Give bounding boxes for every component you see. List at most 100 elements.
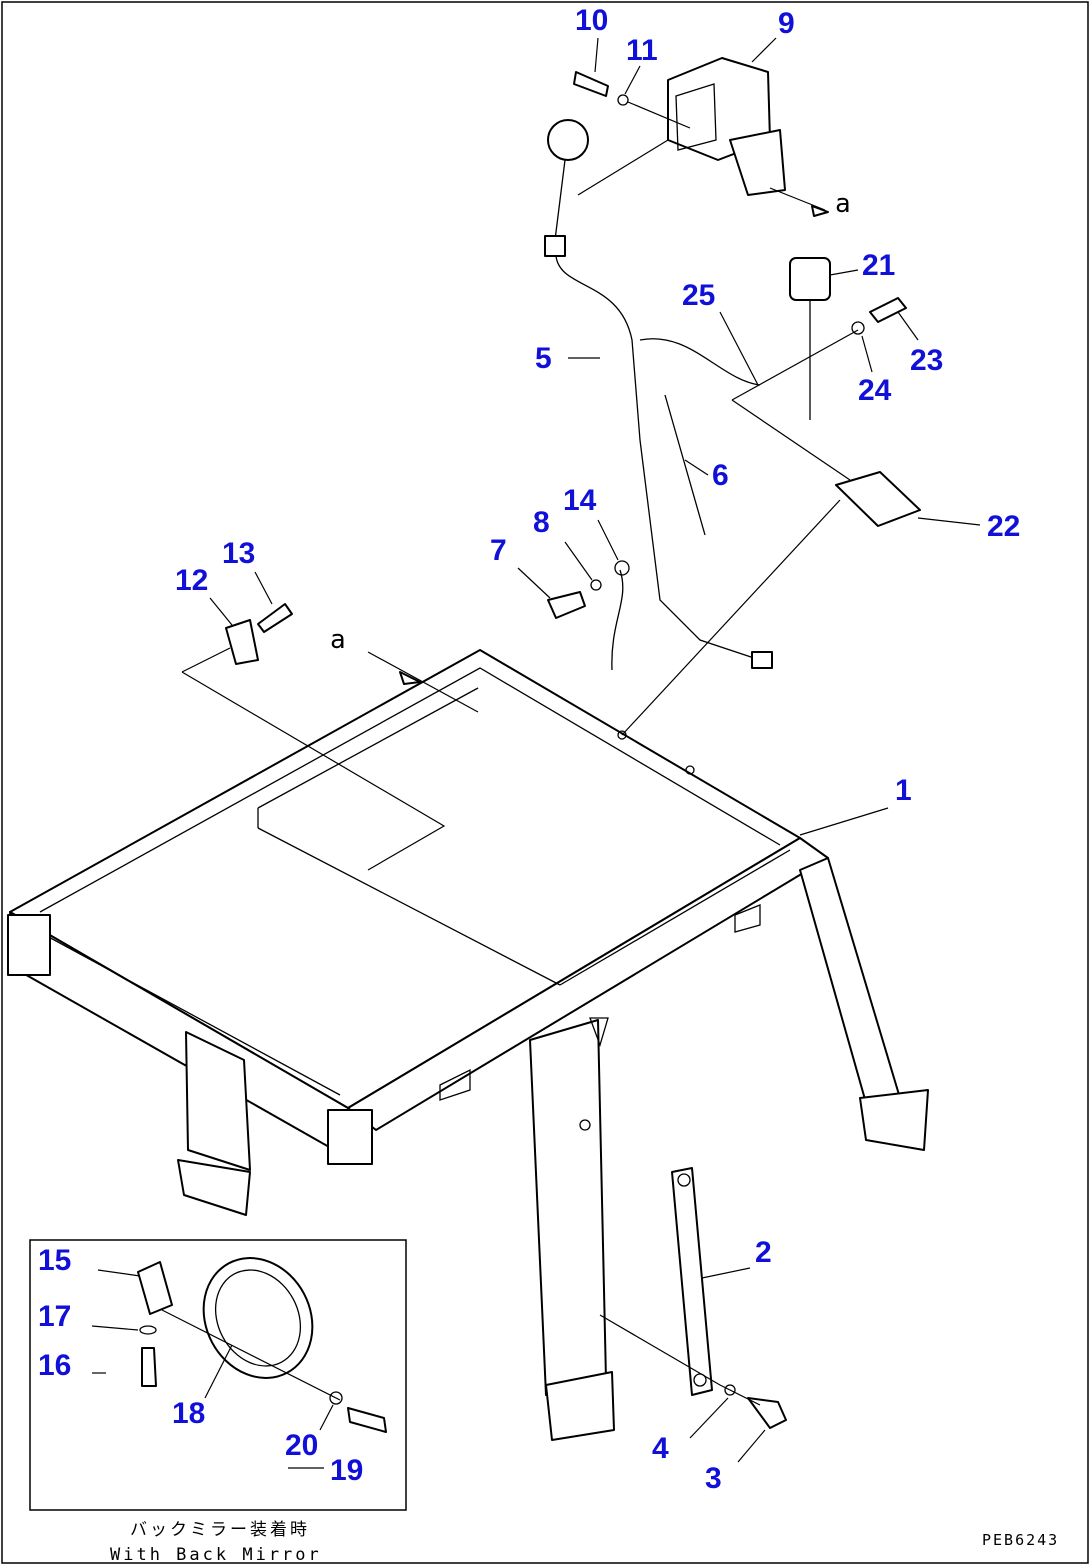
clamp-14 xyxy=(614,560,630,576)
washer-17 xyxy=(139,1325,157,1335)
callout-11-leader xyxy=(624,65,641,95)
reference-a-top: a xyxy=(835,189,851,219)
callout-19: 19 xyxy=(330,1454,363,1487)
washer-24 xyxy=(851,321,865,335)
inset-caption-jp: バックミラー装着時 xyxy=(130,1520,310,1540)
bolt-23 xyxy=(869,297,907,323)
bolt-16 xyxy=(141,1347,157,1387)
bracket-to-roof-line xyxy=(621,499,841,736)
callout-1: 1 xyxy=(895,774,912,807)
bolt-19 xyxy=(347,1407,387,1433)
bolt-10 xyxy=(573,71,609,97)
inset-frame xyxy=(29,1239,407,1511)
grab-bar xyxy=(671,1167,713,1396)
callout-3-leader xyxy=(737,1429,766,1463)
inset-assembly-line xyxy=(161,1309,341,1401)
arrow-a-left-head xyxy=(399,671,421,685)
harness-branch-lower xyxy=(611,569,624,671)
callout-3: 3 xyxy=(705,1462,722,1495)
callout-4-leader xyxy=(689,1397,729,1439)
callout-18-leader xyxy=(204,1344,233,1399)
grab-bar-hole-top xyxy=(677,1173,691,1187)
lamp-line xyxy=(577,139,669,196)
callout-10-leader xyxy=(594,37,599,73)
callout-16: 16 xyxy=(38,1349,71,1382)
arrow-a-top-head xyxy=(811,205,829,217)
callout-7-leader xyxy=(517,567,551,599)
wiring-harness xyxy=(555,255,761,661)
cable-25 xyxy=(731,329,859,401)
harness-branch xyxy=(639,338,761,386)
callout-20-leader xyxy=(319,1404,334,1431)
callout-25-leader xyxy=(719,311,759,386)
callout-6: 6 xyxy=(712,459,729,492)
lamp-connector xyxy=(544,235,566,257)
callout-9-leader xyxy=(751,37,777,63)
callout-24-leader xyxy=(861,335,873,373)
washer-8 xyxy=(590,579,602,591)
callout-22-leader xyxy=(917,517,981,526)
callout-13: 13 xyxy=(222,537,255,570)
work-lamp xyxy=(547,119,589,161)
washer-11 xyxy=(617,94,629,106)
bolt-7 xyxy=(547,591,586,619)
callout-15: 15 xyxy=(38,1244,71,1277)
callout-14-leader xyxy=(597,519,619,561)
inset-caption-en: With Back Mirror xyxy=(110,1545,322,1565)
mirror-bracket-foot xyxy=(729,129,786,196)
callout-labels: 1 2 3 4 5 6 7 8 9 10 11 12 13 14 15 16 1… xyxy=(38,4,1020,1495)
arrow-a-line xyxy=(769,187,826,211)
drawing-code: PEB6243 xyxy=(982,1531,1059,1549)
beacon-lamp xyxy=(789,257,831,301)
callout-22: 22 xyxy=(987,510,1020,543)
callout-9: 9 xyxy=(778,7,795,40)
washer-4 xyxy=(724,1384,736,1396)
mirror-bracket-face xyxy=(675,83,717,151)
callout-21-leader xyxy=(829,269,859,276)
callout-17: 17 xyxy=(38,1300,71,1333)
callout-21: 21 xyxy=(862,249,895,282)
callout-14: 14 xyxy=(563,484,597,517)
lamp-cable xyxy=(554,159,566,241)
callout-13-leader xyxy=(254,571,273,605)
callout-17-leader xyxy=(91,1325,139,1331)
callout-2-leader xyxy=(701,1267,751,1279)
callout-23: 23 xyxy=(910,344,943,377)
callout-5: 5 xyxy=(535,342,552,375)
callout-12: 12 xyxy=(175,564,208,597)
bracket-12-line xyxy=(181,647,231,673)
back-mirror-inner xyxy=(214,1269,302,1367)
callout-8: 8 xyxy=(533,506,550,539)
bracket-12 xyxy=(225,619,259,665)
washer-20 xyxy=(329,1391,343,1405)
callout-2: 2 xyxy=(755,1236,772,1269)
arrow-a-left-line xyxy=(367,651,479,713)
callout-7: 7 xyxy=(490,534,507,567)
callout-4: 4 xyxy=(652,1432,669,1465)
callout-8-leader xyxy=(564,541,593,581)
callout-23-leader xyxy=(897,311,919,341)
callout-25: 25 xyxy=(682,279,715,312)
back-mirror-18 xyxy=(202,1257,314,1379)
mirror-mount-plane xyxy=(181,671,446,871)
inset-assembly-line-2 xyxy=(97,1269,141,1277)
bolt-10-line xyxy=(627,101,691,129)
callout-1-leader xyxy=(799,807,889,836)
callout-6-leader xyxy=(684,459,709,476)
callout-11: 11 xyxy=(626,34,658,67)
callout-10: 10 xyxy=(575,4,608,37)
bolt-13 xyxy=(257,603,293,633)
rops-frame xyxy=(7,649,929,1441)
bracket-line xyxy=(731,399,851,481)
mirror-bracket-15 xyxy=(137,1261,173,1315)
callout-18: 18 xyxy=(172,1397,205,1430)
reference-a-left: a xyxy=(330,625,346,655)
bolt-3 xyxy=(747,1397,787,1429)
grab-bar-assembly-line xyxy=(599,1314,761,1406)
callout-12-leader xyxy=(209,597,233,626)
callout-24: 24 xyxy=(858,374,892,407)
clip-strip xyxy=(664,394,706,536)
harness-connector xyxy=(751,651,773,669)
